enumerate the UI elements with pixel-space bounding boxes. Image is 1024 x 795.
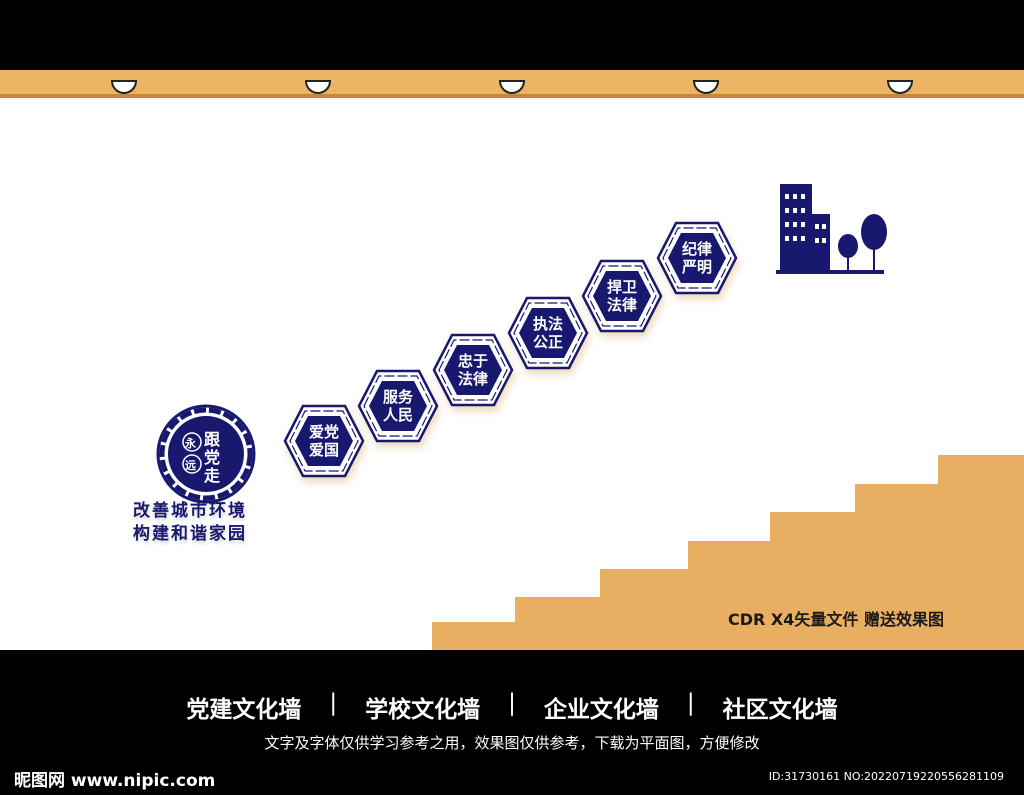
hexagon-text: 严明 [681,258,712,276]
badge-ring-icon [156,404,256,504]
hexagon-text: 爱党 [308,423,339,441]
separator: | [508,690,516,716]
hexagon-text: 纪律 [681,240,712,258]
stair-step [432,622,1024,652]
stair-step [600,569,1024,599]
hexagon-text: 忠于 [457,352,488,370]
city-buildings-icon [776,184,887,274]
hexagon-plaque: 服务人民 [357,369,439,443]
hexagon-frame-icon [581,259,663,333]
category-label: 企业文化墙 [543,697,659,723]
slogan: 改善城市环境 构建和谐家园 [133,500,247,546]
hexagon-text: 人民 [382,406,413,424]
slogan-line: 构建和谐家园 [133,524,247,544]
top-black-band [0,0,1024,70]
stair-step [770,512,1024,542]
hexagon-text: 法律 [457,370,488,388]
hexagon-plaque: 忠于法律 [432,333,514,407]
hexagon-text: 捍卫 [606,278,637,296]
format-note: CDR X4矢量文件 赠送效果图 [728,610,944,629]
stair-step [855,484,1024,514]
hexagon-frame-icon [432,333,514,407]
hexagon-frame-icon [507,296,589,370]
slogan-line: 改善城市环境 [133,501,247,521]
hexagon-plaque: 捍卫法律 [581,259,663,333]
hexagon-frame-icon [656,221,738,295]
hexagon-plaque: 执法公正 [507,296,589,370]
image-id: ID:31730161 NO:20220719220556281109 [768,770,1004,783]
separator: | [329,690,338,716]
stair-step [938,455,1024,485]
disclaimer: 文字及字体仅供学习参考之用，效果图仅供参考，下载为平面图，方便修改 [264,734,760,752]
hexagon-frame-icon [283,404,365,478]
category-label: 党建文化墙 [186,697,302,723]
hexagon-text: 执法 [532,315,563,333]
hexagon-text: 爱国 [308,441,339,459]
party-badge: 永 远 跟 党 走 [156,404,256,504]
badge-main-char: 跟 [204,430,221,449]
hexagon-frame-icon [357,369,439,443]
stair-step [688,541,1024,571]
separator: | [686,690,695,716]
site-logo[interactable]: 昵图网 www.nipic.com [14,771,216,791]
hexagon-text: 服务 [382,388,413,406]
badge-small-char: 永 [185,437,196,450]
category-label: 学校文化墙 [365,697,481,723]
badge-small-char: 远 [185,459,196,472]
badge-main-char: 党 [204,448,221,467]
hexagon-plaque: 爱党爱国 [283,404,365,478]
hexagon-text: 法律 [606,296,637,314]
stair-step [515,597,1024,627]
hexagon-plaque: 纪律严明 [656,221,738,295]
category-label: 社区文化墙 [722,697,838,723]
badge-main-char: 走 [204,466,221,485]
hexagon-text: 公正 [532,333,563,351]
footer-band: 党建文化墙 | 学校文化墙 | 企业文化墙 | 社区文化墙 文字及字体仅供学习参… [0,650,1024,795]
category-list: 党建文化墙 | 学校文化墙 | 企业文化墙 | 社区文化墙 [0,690,1024,724]
